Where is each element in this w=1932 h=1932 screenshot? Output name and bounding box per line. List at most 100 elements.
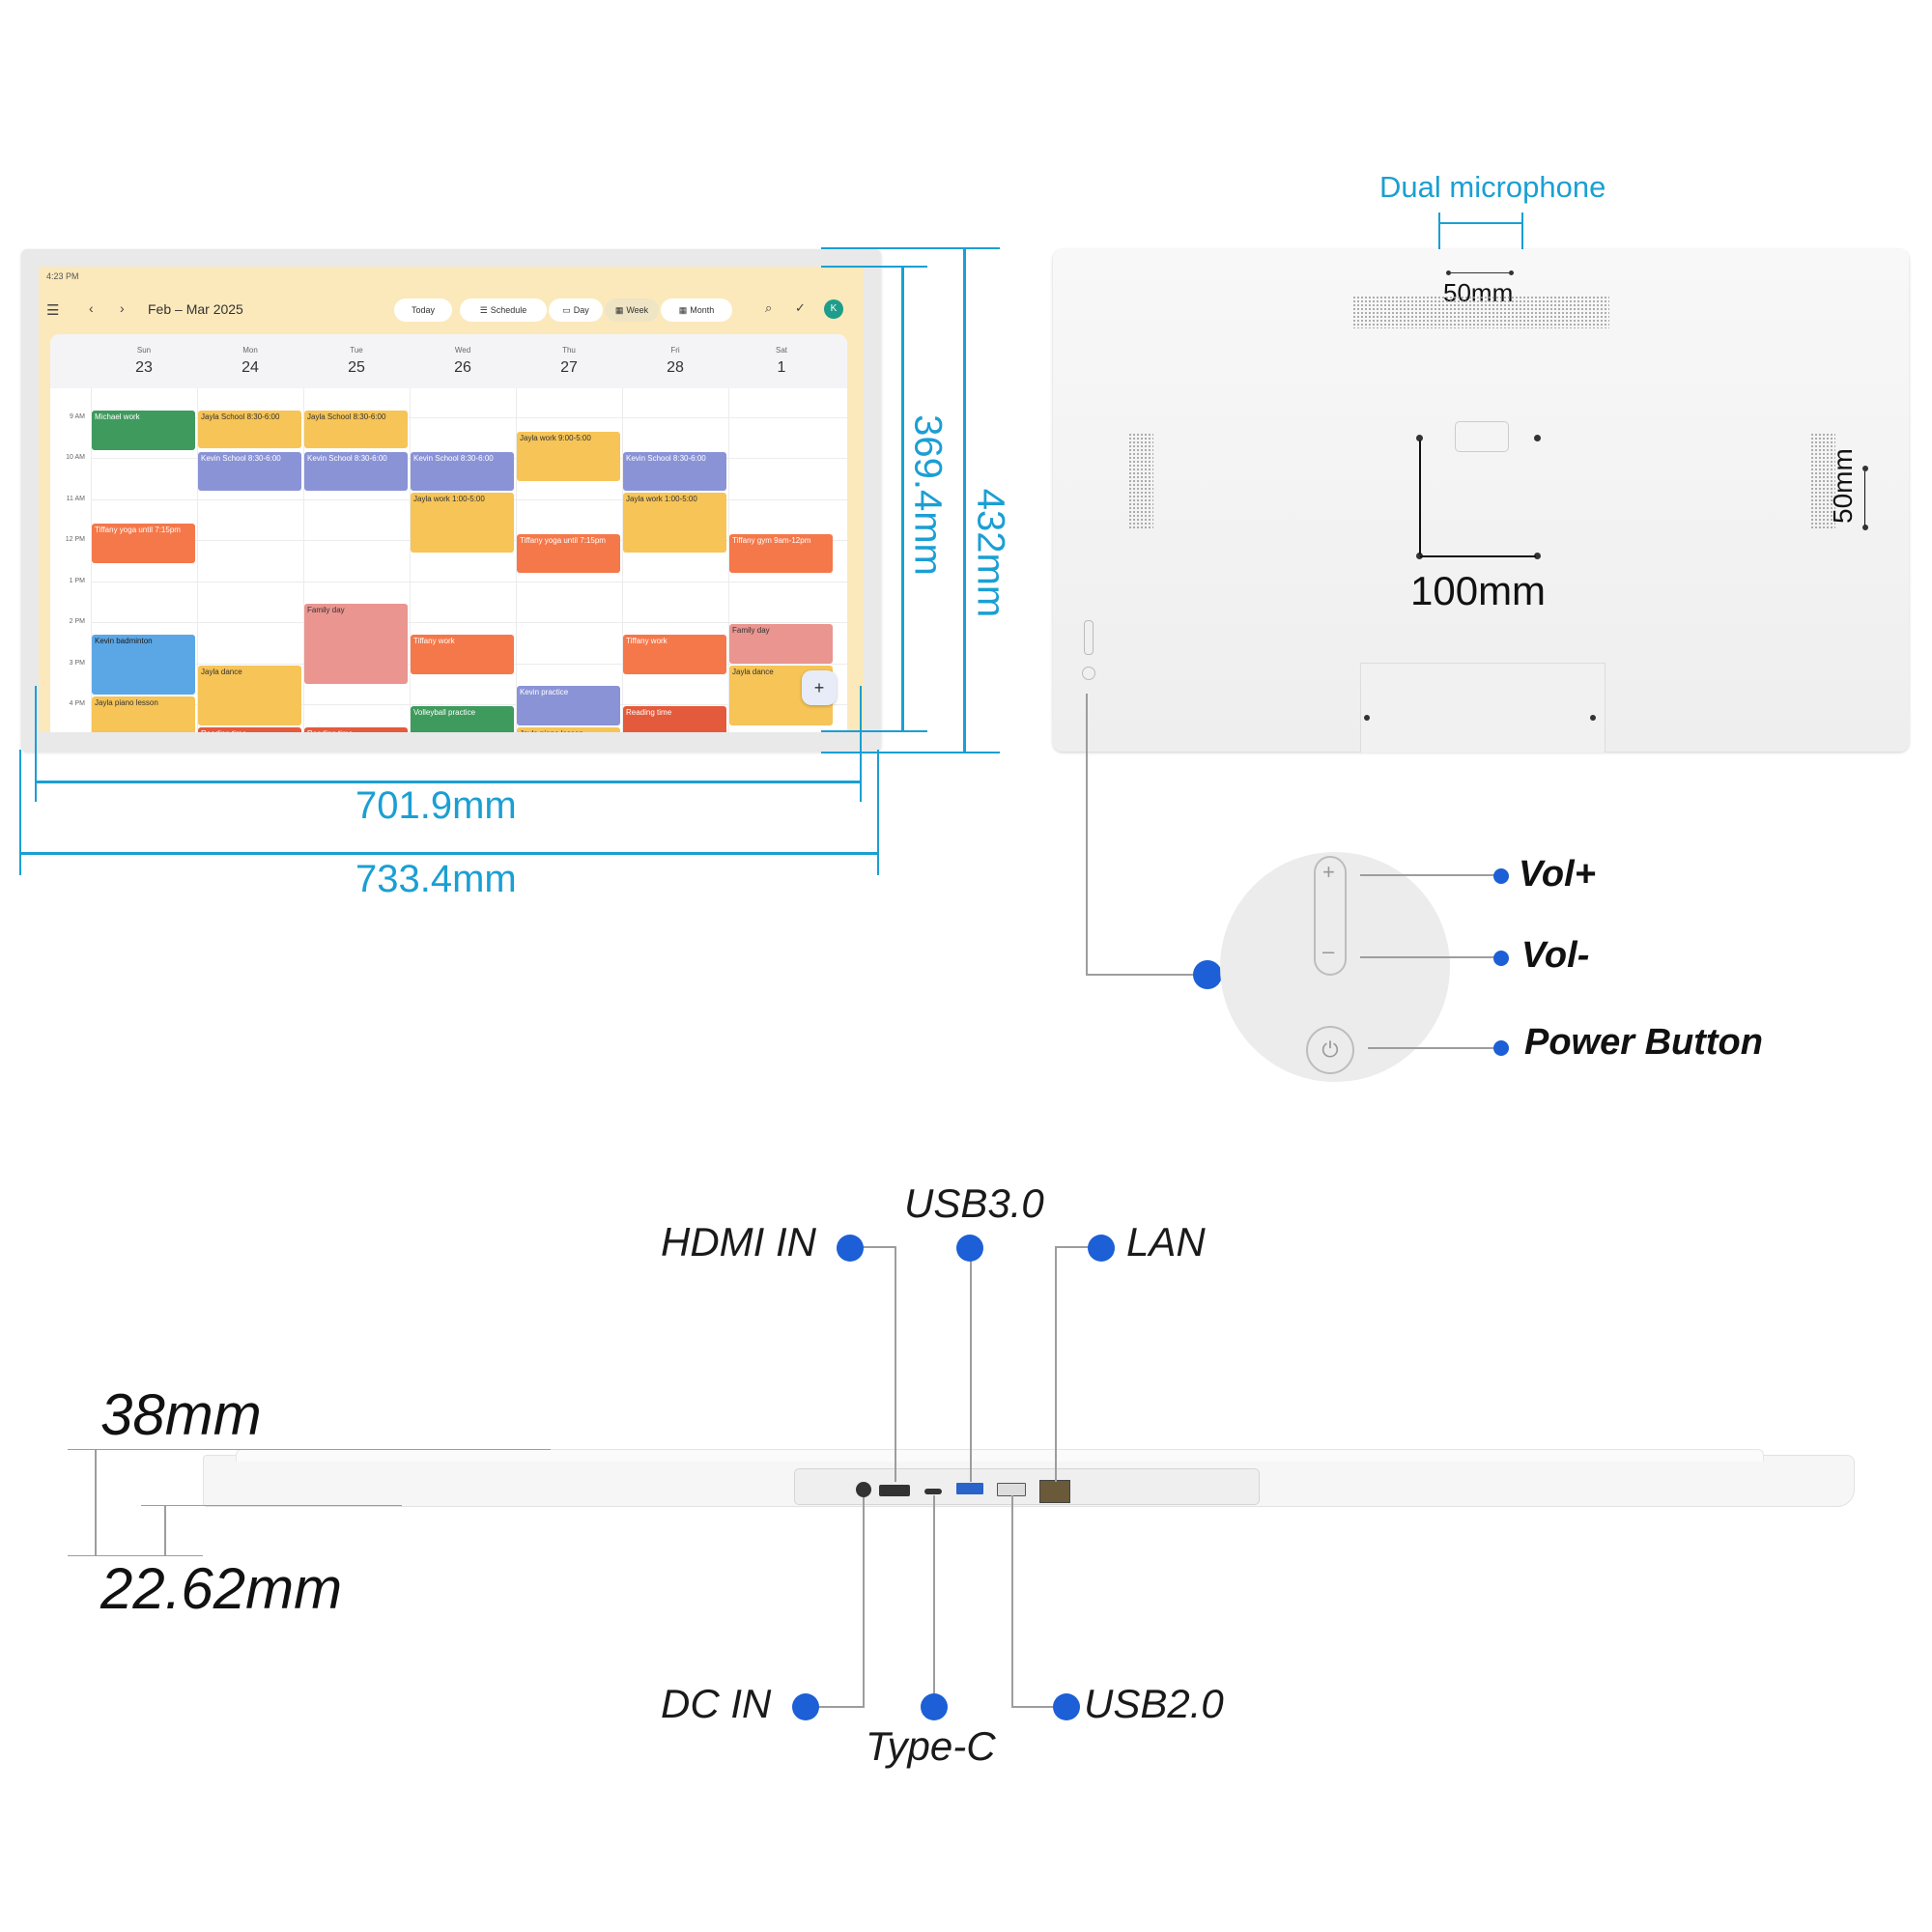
vol-down-label: Vol- — [1521, 935, 1590, 976]
callout-dot — [1493, 868, 1509, 884]
calendar-event[interactable]: Kevin School 8:30-6:00 — [411, 451, 514, 492]
vesa-screw — [1416, 435, 1423, 441]
calendar-event[interactable]: Tiffany gym 9am-12pm — [729, 533, 833, 574]
top-speaker-grille — [1352, 296, 1609, 328]
avatar[interactable]: K — [824, 299, 843, 319]
dual-microphone-label: Dual microphone — [1379, 170, 1606, 204]
ventilation-tab — [1455, 421, 1509, 452]
calendar-event[interactable]: Reading time — [304, 726, 408, 732]
usb2-label: USB2.0 — [1084, 1681, 1224, 1726]
volume-rocker-zoom[interactable] — [1314, 856, 1347, 976]
hour-label: 2 PM — [69, 618, 85, 626]
left-speaker-grille — [1128, 433, 1153, 529]
hour-label: 1 PM — [69, 577, 85, 584]
day-name: Sun — [136, 346, 152, 355]
calendar-event[interactable]: Kevin School 8:30-6:00 — [304, 451, 408, 492]
calendar-event[interactable]: Jayla work 1:00-5:00 — [411, 493, 514, 554]
callout-dot — [921, 1693, 948, 1720]
calendar-event[interactable]: Reading time — [198, 726, 301, 732]
calendar-event[interactable]: Jayla School 8:30-6:00 — [198, 411, 301, 448]
day-number[interactable]: 27 — [560, 359, 578, 376]
dim-tick — [19, 750, 21, 875]
monitor-rear-bulge — [236, 1449, 1764, 1462]
power-icon[interactable]: ⏻ — [1306, 1026, 1354, 1074]
today-button[interactable]: Today — [394, 298, 452, 322]
day-button[interactable]: ▭Day — [549, 298, 603, 322]
usb2-port — [997, 1483, 1026, 1496]
hdmi-in-label: HDMI IN — [661, 1219, 816, 1264]
menu-icon[interactable]: ☰ — [46, 302, 60, 319]
calendar-event[interactable]: Kevin School 8:30-6:00 — [623, 451, 726, 492]
calendar-screen: 4:23 PM ☰ ‹ › Feb – Mar 2025 Today ☰Sche… — [39, 267, 864, 732]
month-button[interactable]: ▦Month — [661, 298, 732, 322]
vesa-screw — [1534, 553, 1541, 559]
day-number[interactable]: 26 — [454, 359, 471, 376]
calendar-event[interactable]: Tiffany yoga until 7:15pm — [517, 533, 620, 574]
dim-tick — [877, 750, 879, 875]
callout-dot — [1053, 1693, 1080, 1720]
calendar-event[interactable]: Kevin School 8:30-6:00 — [198, 451, 301, 492]
chevron-right-icon[interactable]: › — [120, 300, 125, 316]
calendar-event[interactable]: Michael work — [92, 411, 195, 450]
day-number[interactable]: 1 — [777, 359, 786, 376]
calendar-event[interactable]: Kevin badminton — [92, 635, 195, 695]
calendar-event[interactable]: Jayla dance — [198, 665, 301, 725]
tasks-icon[interactable]: ✓ — [795, 300, 806, 315]
callout-dot — [837, 1235, 864, 1262]
month-icon: ▦ — [678, 305, 688, 315]
dim-line-overall-width — [19, 852, 879, 855]
calendar-event[interactable]: Jayla piano lesson — [92, 696, 195, 732]
schedule-button[interactable]: ☰Schedule — [460, 298, 547, 322]
week-button[interactable]: ▦Week — [605, 298, 659, 322]
hour-label: 3 PM — [69, 659, 85, 667]
calendar-event[interactable]: Reading time — [623, 706, 726, 732]
calendar-event[interactable]: Jayla piano lesson — [517, 726, 620, 732]
add-event-button[interactable]: + — [802, 670, 837, 705]
calendar-event[interactable]: Family day — [304, 604, 408, 685]
max-thickness-label: 38mm — [100, 1382, 262, 1447]
day-number[interactable]: 23 — [135, 359, 153, 376]
calendar-event[interactable]: Jayla work 9:00-5:00 — [517, 431, 620, 481]
chevron-left-icon[interactable]: ‹ — [89, 300, 94, 316]
day-name: Mon — [242, 346, 258, 355]
grid-column-line — [622, 388, 623, 732]
vesa-screw — [1862, 466, 1868, 471]
grid-column-line — [410, 388, 411, 732]
day-name: Fri — [670, 346, 680, 355]
day-number[interactable]: 28 — [667, 359, 684, 376]
dim-line-active-width — [35, 781, 862, 783]
dim-tick — [860, 686, 862, 802]
volume-rocker[interactable] — [1084, 620, 1094, 655]
lan-label: LAN — [1126, 1219, 1206, 1264]
day-number[interactable]: 25 — [348, 359, 365, 376]
mic-dim-line — [1439, 222, 1522, 224]
grid-hour-line — [91, 622, 847, 624]
vol-up-label: Vol+ — [1519, 854, 1596, 895]
calendar-event[interactable]: Tiffany work — [411, 635, 514, 674]
day-number[interactable]: 24 — [242, 359, 259, 376]
grid-column-line — [303, 388, 304, 732]
search-icon[interactable]: ⌕ — [765, 300, 773, 315]
vesa-screw — [1862, 525, 1868, 530]
calendar-event[interactable]: Tiffany work — [623, 635, 726, 674]
usb3-port — [956, 1483, 983, 1494]
callout-dot — [1493, 1040, 1509, 1056]
calendar-event[interactable]: Tiffany yoga until 7:15pm — [92, 524, 195, 563]
min-thickness-label: 22.62mm — [100, 1556, 343, 1621]
calendar-event[interactable]: Volleyball practice — [411, 706, 514, 732]
calendar-event[interactable]: Family day — [729, 624, 833, 664]
calendar-event[interactable]: Jayla School 8:30-6:00 — [304, 411, 408, 448]
callout-leader — [1086, 694, 1088, 976]
type-c-label: Type-C — [866, 1723, 996, 1769]
dim-line-active-height — [901, 267, 904, 732]
dim-line-overall-height — [963, 249, 966, 752]
vesa-screw — [1534, 435, 1541, 441]
dim-tick — [821, 752, 1000, 753]
power-button[interactable] — [1082, 667, 1095, 680]
calendar-event[interactable]: Jayla work 1:00-5:00 — [623, 493, 726, 554]
right-speaker-grille — [1810, 433, 1835, 529]
day-name: Thu — [562, 346, 576, 355]
calendar-event[interactable]: Kevin practice — [517, 686, 620, 725]
plus-icon: + — [1322, 860, 1335, 884]
